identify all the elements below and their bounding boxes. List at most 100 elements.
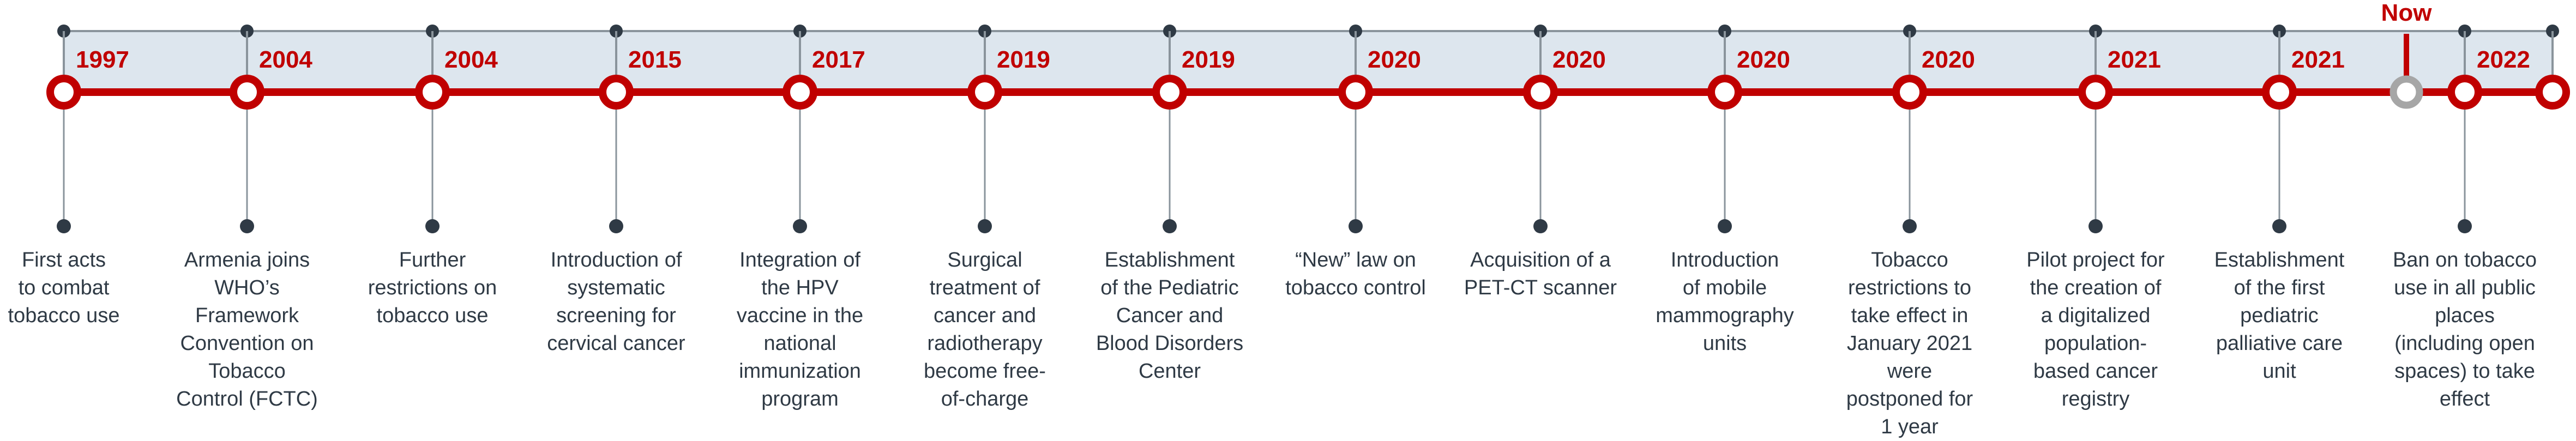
milestone-circle (1152, 75, 1187, 110)
year-label: 2020 (1368, 46, 1421, 73)
event-description-line: the creation of (2030, 276, 2162, 299)
event-description-line: restrictions to (1848, 276, 1971, 299)
event-description-line: to combat (18, 276, 110, 299)
event-description-line: pediatric (2240, 304, 2319, 327)
event-description: Further restrictions on tobacco use (342, 246, 522, 330)
timeline-end (2535, 25, 2570, 110)
event-description-line: postponed for (1846, 388, 1973, 410)
milestone-circle (2262, 75, 2297, 110)
year-label: 2015 (628, 46, 682, 73)
bottom-dot (2089, 219, 2103, 233)
event-description: Acquisition of a PET-CT scanner (1450, 246, 1630, 302)
timeline-event: 2020 (1338, 25, 1421, 233)
timeline-event: 2021 (2078, 25, 2161, 233)
year-label: 2020 (1552, 46, 1606, 73)
event-description-line: unit (2262, 360, 2296, 383)
event-description-line: systematic (567, 276, 665, 299)
bottom-dot (609, 219, 623, 233)
bottom-dot (2458, 219, 2472, 233)
event-description-line: Ban on tobacco (2392, 249, 2537, 271)
bottom-dot (425, 219, 440, 233)
event-description-line: Introduction (1670, 249, 1779, 271)
timeline-event: 2020 (1892, 25, 1975, 233)
event-description-line: of the first (2234, 276, 2325, 299)
year-label: 2004 (444, 46, 498, 73)
milestone-circle (599, 75, 634, 110)
event-description-line: of-charge (941, 388, 1029, 410)
timeline-event: 2021 (2262, 25, 2345, 233)
bottom-dot (1349, 219, 1363, 233)
event-description-line: cervical cancer (547, 332, 685, 355)
event-description-line: Acquisition of a (1470, 249, 1611, 271)
event-description-line: Further (399, 249, 466, 271)
milestone-circle (1523, 75, 1558, 110)
milestone-circle (783, 75, 817, 110)
event-description-line: Blood Disorders (1096, 332, 1244, 355)
timeline-event: 2022 (2447, 25, 2530, 233)
event-description-line: the HPV (761, 276, 839, 299)
event-description-line: Establishment (2214, 249, 2345, 271)
year-label: 1997 (76, 46, 129, 73)
event-description-line: PET-CT scanner (1464, 276, 1617, 299)
event-description-line: registry (2061, 388, 2130, 410)
event-description-line: use in all public (2394, 276, 2536, 299)
timeline-event: 2004 (230, 25, 312, 233)
event-description-line: Framework (195, 304, 299, 327)
year-label: 2022 (2477, 46, 2530, 73)
timeline-event: 2019 (1152, 25, 1235, 233)
bottom-dot (2272, 219, 2286, 233)
event-description-line: vaccine in the (736, 304, 864, 327)
event-description-line: radiotherapy (927, 332, 1043, 355)
now-marker: Now (2381, 0, 2432, 109)
year-label: 2021 (2291, 46, 2345, 73)
timeline-event: 2020 (1523, 25, 1606, 233)
milestone-circle (1338, 75, 1373, 110)
event-description-line: restrictions on (368, 276, 497, 299)
event-description-line: spaces) to take (2394, 360, 2535, 383)
event-description-line: January 2021 (1846, 332, 1973, 355)
event-description: First acts to combat tobacco use (0, 246, 154, 330)
year-label: 2017 (812, 46, 865, 73)
year-label: 2004 (259, 46, 312, 73)
milestone-circle (230, 75, 264, 110)
event-description-line: Convention on (180, 332, 314, 355)
event-description-line: based cancer (2033, 360, 2158, 383)
event-description-line: Tobacco (1871, 249, 1948, 271)
event-description-line: Surgical (947, 249, 1022, 271)
event-description-line: Pilot project for (2026, 249, 2165, 271)
year-label: 2019 (1182, 46, 1235, 73)
event-description-line: WHO’s (214, 276, 280, 299)
event-description-line: mammography (1656, 304, 1794, 327)
year-label: 2020 (1922, 46, 1975, 73)
bottom-dot (1533, 219, 1548, 233)
milestone-circle (1892, 75, 1927, 110)
timeline-events: 1997 2004 2004 2015 2017 2019 2019 2020 2020 2020… (46, 25, 2570, 233)
event-description-line: First acts (21, 249, 106, 271)
event-description-line: cancer and (933, 304, 1036, 327)
event-description-line: Integration of (739, 249, 860, 271)
year-label: 2019 (997, 46, 1050, 73)
bottom-dot (1163, 219, 1177, 233)
bottom-dot (1718, 219, 1732, 233)
event-description-line: Control (FCTC) (176, 388, 318, 410)
bottom-dot (978, 219, 992, 233)
event-description-line: program (761, 388, 839, 410)
timeline-event: 1997 (46, 25, 129, 233)
event-description-line: Cancer and (1116, 304, 1224, 327)
event-description-line: tobacco use (376, 304, 489, 327)
event-description-line: tobacco use (8, 304, 120, 327)
event-description-line: “New” law on (1295, 249, 1416, 271)
event-description-line: places (2435, 304, 2495, 327)
timeline-event: 2020 (1707, 25, 1790, 233)
milestone-circle (46, 75, 81, 110)
